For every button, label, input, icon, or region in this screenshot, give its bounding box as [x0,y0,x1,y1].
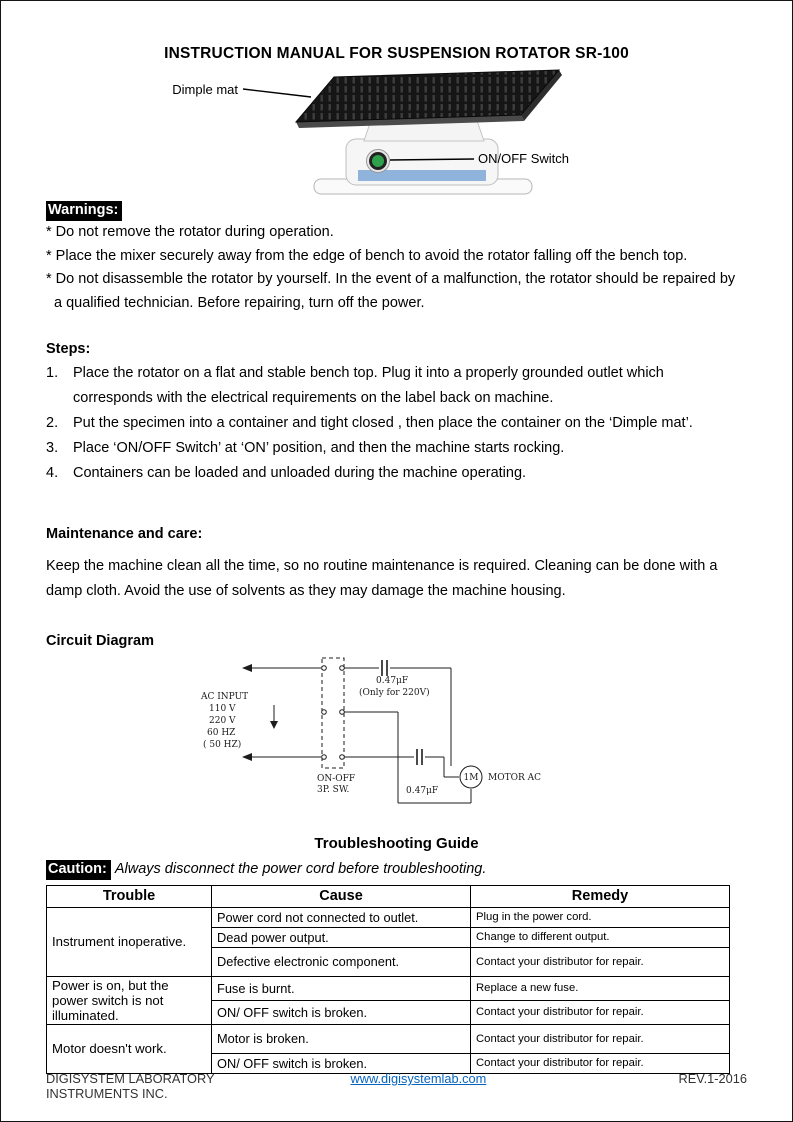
motor-symbol [459,765,483,788]
col-header-trouble: Trouble [46,884,212,908]
circuit-section: Circuit Diagram [46,633,747,805]
table-row: Instrument inoperative. Power cord not c… [46,906,730,977]
col-header-cause: Cause [211,884,471,908]
ac-60hz-label: 60 HZ [207,728,235,738]
step-text: Containers can be loaded and unloaded du… [73,464,527,481]
warning-item: * Place the mixer securely away from the… [46,247,688,264]
step-text: Place ‘ON/OFF Switch’ at ‘ON’ position, … [73,439,565,456]
warning-item: * Do not disassemble the rotator by your… [46,271,736,311]
motor-ac-label: MOTOR AC [488,773,541,783]
remedy-cell: Plug in the power cord. [470,906,730,928]
circuit-heading: Circuit Diagram [46,632,154,649]
remedy-cell: Contact your distributor for repair. [470,999,730,1025]
step-number: 2. [46,414,59,431]
table-row: Defective electronic component. Contact … [47,946,730,977]
dimple-mat-leader-line [242,88,312,98]
troubleshooting-table: Trouble Cause Remedy Instrument inoperat… [46,884,730,1074]
cap-top-label: 0.47μF [376,676,408,686]
table-header-row: Trouble Cause Remedy [46,884,730,908]
col-header-remedy: Remedy [470,884,730,908]
caution-label: Caution: [46,859,111,880]
steps-section: Steps: 1. Place the rotator on a flat an… [46,341,747,486]
step-item: 2. Put the specimen into a container and… [46,411,747,436]
table-row: Power is on, but the power switch is not… [46,975,730,1025]
circuit-labels: AC INPUT 110 V 220 V 60 HZ ( 50 HZ) 0.47… [200,676,541,796]
caution-text: Always disconnect the power cord before … [114,860,487,877]
footer-company: DIGISYSTEM LABORATORY INSTRUMENTS INC. [46,1071,215,1101]
step-number: 3. [46,439,59,456]
cause-cell: Dead power output. [211,926,471,948]
circuit-schematic: AC INPUT 110 V 220 V 60 HZ ( 50 HZ) 0.47… [200,657,541,803]
on-off-switch-graphic [366,149,390,173]
trouble-cell: Motor doesn't work. [46,1023,212,1074]
ac-input-label: AC INPUT [200,692,248,702]
step-text: Place the rotator on a flat and stable b… [73,365,664,406]
remedy-cell: Contact your distributor for repair. [470,1023,730,1054]
switch-leader-line [389,158,475,161]
footer-website-link[interactable]: www.digisystemlab.com [350,1071,487,1086]
cause-cell: Power cord not connected to outlet. [211,906,471,928]
steps-heading: Steps: [46,341,91,358]
cap-top-note: (Only for 220V) [359,687,430,698]
remedy-cell: Change to different output. [470,926,730,948]
dimple-mat-label: Dimple mat [172,82,238,97]
maintenance-body: Keep the machine clean all the time, so … [46,557,718,600]
remedy-cell: Contact your distributor for repair. [470,946,730,977]
housing-stripe [358,170,486,181]
step-number: 4. [46,464,59,481]
dimple-mat-graphic [294,69,562,128]
page-footer: DIGISYSTEM LABORATORY INSTRUMENTS INC. w… [46,1071,747,1101]
warnings-section: Warnings: * Do not remove the rotator du… [46,201,747,315]
motor-abbr-label: 1M [464,773,479,783]
troubleshooting-heading: Troubleshooting Guide [314,834,479,852]
troubleshooting-section: Troubleshooting Guide Caution: Always di… [46,835,747,1074]
footer-revision: REV.1-2016 [678,1071,747,1086]
remedy-cell: Contact your distributor for repair. [470,1052,730,1074]
product-figure: Dimple mat ON/OFF Switch [46,67,747,201]
maintenance-section: Maintenance and care: Keep the machine c… [46,526,747,605]
cause-cell: Defective electronic component. [211,946,471,977]
ac-220v-label: 220 V [209,716,236,726]
page-title: INSTRUCTION MANUAL FOR SUSPENSION ROTATO… [164,45,629,62]
maintenance-heading: Maintenance and care: [46,525,203,542]
cause-cell: ON/ OFF switch is broken. [211,999,471,1025]
table-row: Dead power output. Change to different o… [47,926,730,948]
warnings-heading: Warnings: [46,201,123,222]
switch-label: ON/OFF Switch [478,151,569,166]
cause-cell: Motor is broken. [211,1023,471,1054]
switch-name-label: ON-OFF [317,774,355,784]
cause-cell: Fuse is burnt. [211,975,471,1001]
ac-110v-label: 110 V [209,704,236,714]
table-row: Motor doesn't work. Motor is broken. Con… [46,1023,730,1074]
step-text: Put the specimen into a container and ti… [73,414,693,431]
step-number: 1. [46,365,59,382]
cause-cell: ON/ OFF switch is broken. [211,1052,471,1074]
switch-type-label: 3P. SW. [317,785,350,795]
table-row: ON/ OFF switch is broken. Contact your d… [47,1052,730,1074]
trouble-cell: Instrument inoperative. [46,906,212,977]
ac-50hz-label: ( 50 HZ) [203,739,241,750]
trouble-cell: Power is on, but the power switch is not… [46,975,212,1025]
cap-bottom-label: 0.47μF [406,786,438,796]
table-row: ON/ OFF switch is broken. Contact your d… [47,999,730,1025]
caution-line: Caution: Always disconnect the power cor… [46,859,747,880]
remedy-cell: Replace a new fuse. [470,975,730,1001]
step-item: 3. Place ‘ON/OFF Switch’ at ‘ON’ positio… [46,436,747,461]
step-item: 1. Place the rotator on a flat and stabl… [46,361,747,411]
warning-item: * Do not remove the rotator during opera… [46,224,334,241]
circuit-lines [242,657,483,803]
step-item: 4. Containers can be loaded and unloaded… [46,461,747,486]
rotator-illustration: Dimple mat ON/OFF Switch [172,69,569,195]
